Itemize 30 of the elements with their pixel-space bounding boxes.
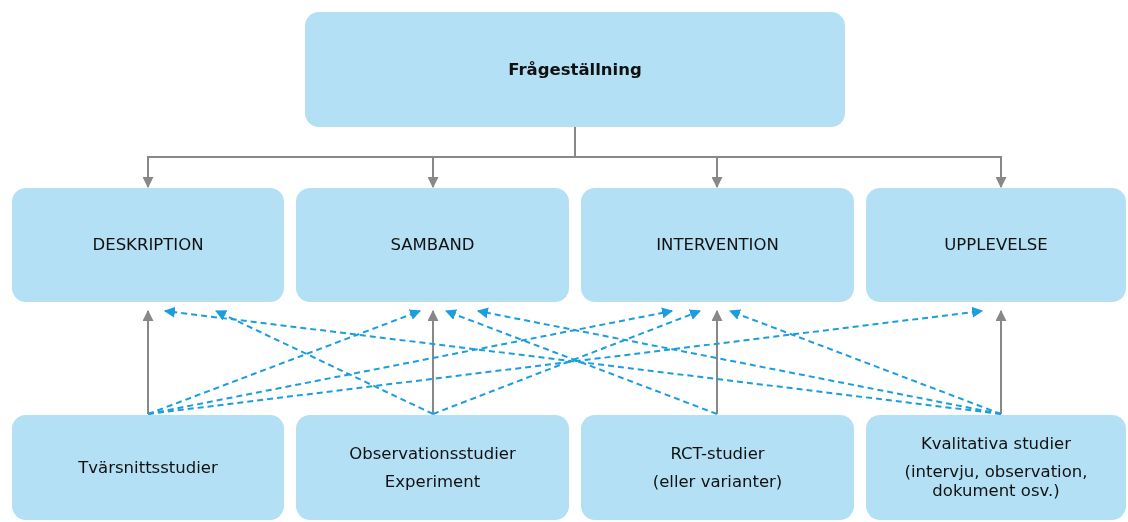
box-label: Experiment xyxy=(384,471,481,492)
study-type-box xyxy=(296,415,569,520)
category-box xyxy=(12,188,284,302)
box-label: UPPLEVELSE xyxy=(944,235,1048,255)
arrow xyxy=(215,310,434,415)
box-label: Tvärsnittsstudier xyxy=(78,457,218,478)
arrow xyxy=(427,309,439,415)
box-label: Kvalitativa studier xyxy=(920,433,1072,454)
arrow xyxy=(476,307,1002,415)
box-label: Observationsstudier xyxy=(349,443,516,464)
question-box xyxy=(305,12,845,127)
box-label: SAMBAND xyxy=(390,235,475,255)
study-type-box xyxy=(581,415,854,520)
box-label: INTERVENTION xyxy=(656,235,779,255)
arrow xyxy=(711,309,723,415)
box-label: (eller varianter) xyxy=(652,471,783,492)
box-label: Frågeställning xyxy=(508,59,642,80)
arrow xyxy=(728,309,1002,415)
arrow xyxy=(142,309,154,415)
box-label: RCT-studier xyxy=(670,443,765,464)
box-label: (intervju, observation, dokument osv.) xyxy=(903,461,1089,502)
category-box xyxy=(866,188,1126,302)
category-box xyxy=(296,188,569,302)
category-box xyxy=(581,188,854,302)
study-type-box xyxy=(866,415,1126,520)
arrow xyxy=(147,309,422,415)
arrow xyxy=(147,307,674,415)
arrow xyxy=(995,309,1007,415)
box-label: DESKRIPTION xyxy=(92,235,204,255)
study-type-box xyxy=(12,415,284,520)
